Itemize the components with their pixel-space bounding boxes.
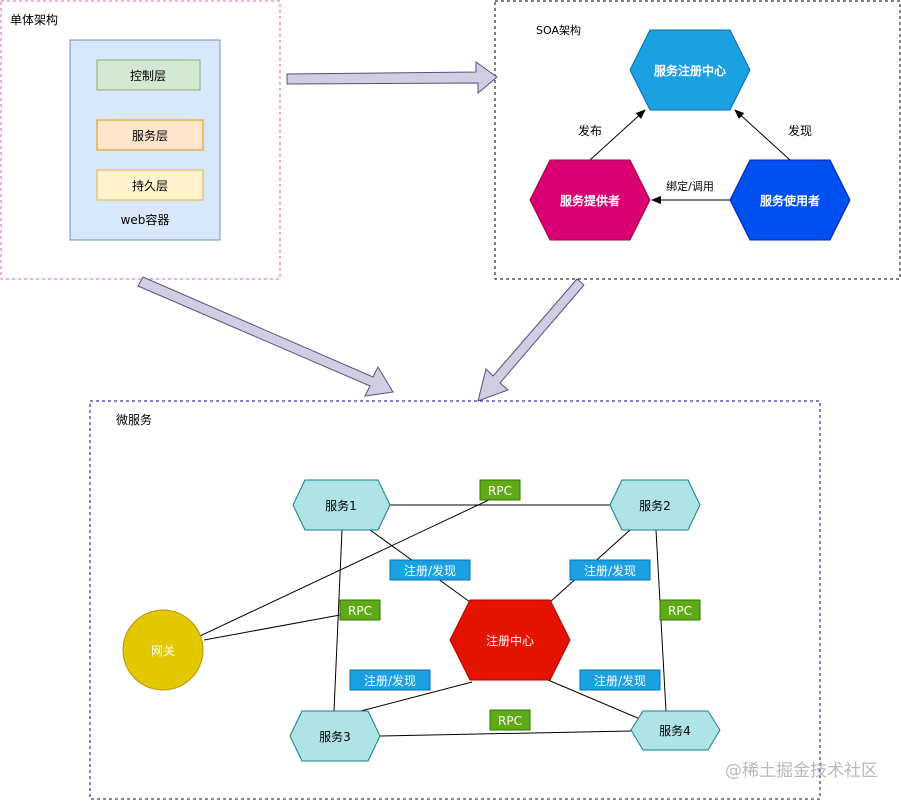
rpc-tag-top <box>479 479 521 501</box>
gateway-circle <box>122 609 204 691</box>
soa-provider-label: 服务提供者 <box>560 193 620 208</box>
rpc-tag-top-label: RPC <box>488 484 512 498</box>
link-s3-s4 <box>379 730 632 737</box>
soa-registry-hexagon <box>629 29 751 111</box>
service-layer <box>96 119 204 151</box>
register-tag-3-label: 注册/发现 <box>364 673 416 688</box>
service-3-label: 服务3 <box>319 729 351 744</box>
web-container-label: web容器 <box>121 212 170 227</box>
register-tag-4-label: 注册/发现 <box>594 673 646 688</box>
register-tag-1 <box>389 559 471 581</box>
soa-consumer-hexagon <box>729 159 851 241</box>
register-tag-2-label: 注册/发现 <box>584 563 636 578</box>
register-tag-1-label: 注册/发现 <box>404 563 456 578</box>
publish-label: 发布 <box>578 123 602 138</box>
service-2-hexagon <box>609 479 701 531</box>
soa-consumer-label: 服务使用者 <box>760 193 820 208</box>
service-2-label: 服务2 <box>639 498 671 513</box>
rpc-tag-bottom <box>489 709 531 731</box>
microservice-connections <box>199 489 667 737</box>
publish-arrow <box>589 109 646 161</box>
service-3-hexagon <box>289 710 381 762</box>
link-s3-registry <box>356 681 473 713</box>
register-tag-2 <box>569 559 651 581</box>
soa-to-micro-arrow <box>477 278 585 402</box>
control-layer <box>96 59 201 91</box>
service-4-label: 服务4 <box>659 723 691 738</box>
watermark: @稀土掘金技术社区 <box>725 761 878 781</box>
monolith-to-soa-arrow <box>286 61 498 95</box>
micro-registry-label: 注册中心 <box>486 633 534 648</box>
microservice-title: 微服务 <box>116 412 152 427</box>
service-1-hexagon <box>292 479 391 531</box>
control-layer-label: 控制层 <box>130 69 166 83</box>
monolith-title: 单体架构 <box>10 12 58 27</box>
service-1-label: 服务1 <box>325 498 357 513</box>
rpc-tag-right-label: RPC <box>668 604 692 618</box>
monolith-to-micro-arrow <box>137 276 394 397</box>
link-gateway-s3 <box>203 614 341 641</box>
link-gateway-s2 <box>199 489 511 637</box>
register-tag-4 <box>579 669 661 691</box>
monolith-panel <box>0 0 281 280</box>
rpc-tag-left <box>339 599 381 621</box>
soa-panel <box>494 0 901 280</box>
persistence-layer <box>96 169 204 201</box>
soa-title: SOA架构 <box>536 23 581 37</box>
soa-registry-label: 服务注册中心 <box>654 63 726 78</box>
register-tag-3 <box>349 669 431 691</box>
discover-arrow <box>734 109 791 161</box>
bind-label: 绑定/调用 <box>666 179 714 193</box>
service-layer-label: 服务层 <box>132 128 168 143</box>
service-4-hexagon <box>630 710 721 751</box>
persistence-layer-label: 持久层 <box>132 178 168 193</box>
discover-label: 发现 <box>788 123 812 138</box>
soa-provider-hexagon <box>529 159 651 241</box>
rpc-tag-right <box>659 599 701 621</box>
rpc-tag-bottom-label: RPC <box>498 714 522 728</box>
link-s1-s3 <box>333 529 343 712</box>
link-s4-registry <box>547 679 641 720</box>
gateway-label: 网关 <box>151 644 175 658</box>
rpc-tag-left-label: RPC <box>348 604 372 618</box>
micro-registry-hexagon <box>449 599 571 681</box>
